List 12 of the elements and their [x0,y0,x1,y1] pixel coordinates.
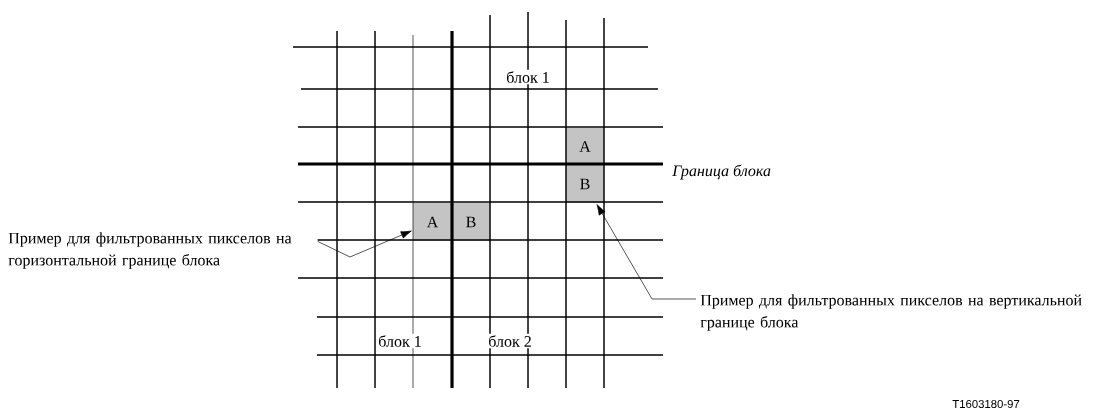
leader-arrow [596,204,697,300]
callout-text: Пример для фильтрованных пикселов на вертикальной границе блока [700,294,1082,331]
shaded-pixel: B [452,203,490,241]
leader-arrow [317,230,412,258]
block-label: блок 1 [504,69,552,85]
boundary-label: Граница блока [672,164,771,180]
block-label: блок 1 [376,333,424,349]
shaded-pixel: B [566,165,604,203]
callout-text: Пример для фильтрованных пикселов на горизонтальной границе блока [8,232,318,269]
shaded-pixel: A [566,128,604,165]
figure-code: T1603180-97 [952,400,1020,408]
block-label: блок 2 [486,333,534,349]
